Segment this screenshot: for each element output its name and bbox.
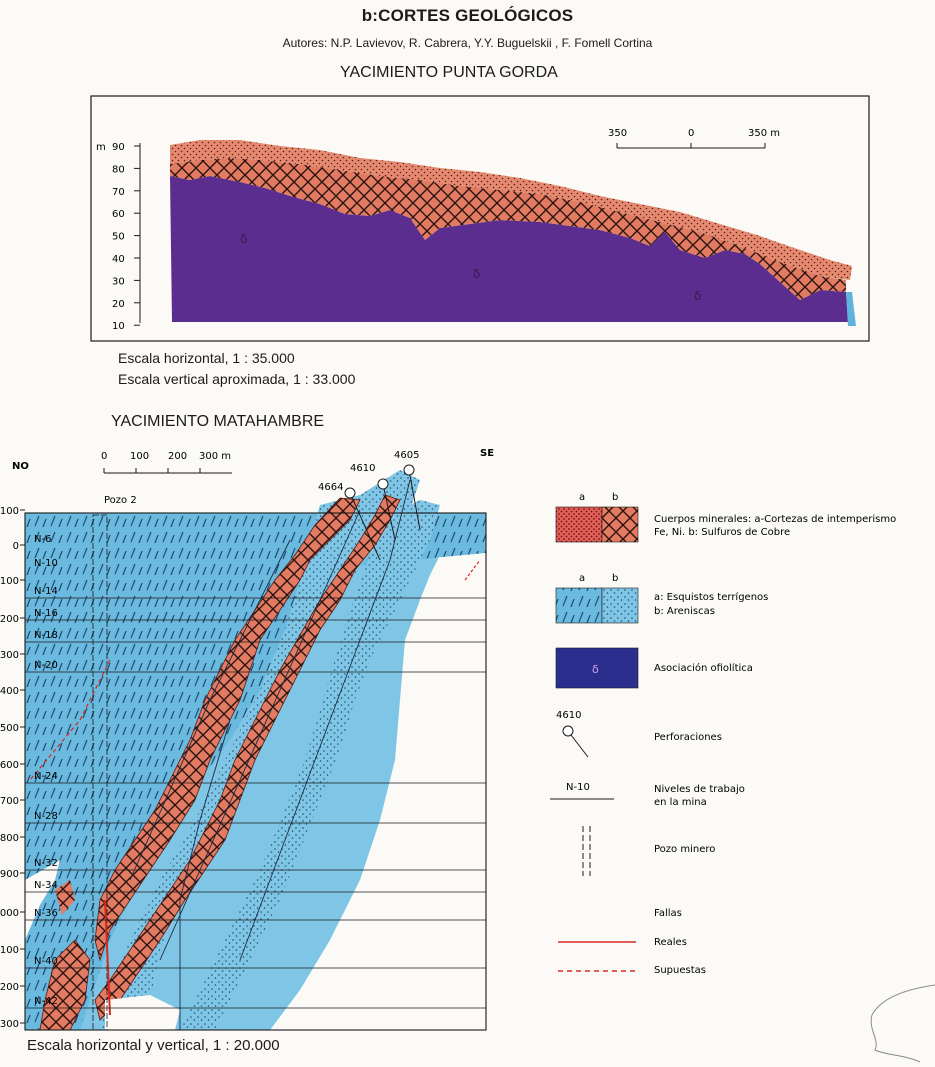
matahambre-title: YACIMIENTO MATAHAMBRE (111, 413, 325, 430)
pg-ophiolite-body (170, 176, 848, 322)
pg-delta-2: δ (473, 267, 480, 281)
authors-line: Autores: N.P. Lavievov, R. Cabrera, Y.Y.… (282, 36, 653, 50)
mh-level-label: N-14 (34, 586, 58, 597)
mh-level-label: N-24 (34, 771, 58, 782)
mh-depth-tick-label: 900 (0, 869, 19, 880)
legend-swatch-sandstone (601, 587, 639, 624)
legend-swatch-schist (555, 587, 603, 624)
mh-depth-tick-label: 1100 (0, 945, 19, 956)
legend-host-b: b (612, 573, 618, 584)
mh-level-label: N-16 (34, 608, 58, 619)
mh-depth-tick-label: 1200 (0, 982, 19, 993)
pg-blue-sliver (846, 292, 856, 326)
mh-scalebar-200: 200 (168, 451, 187, 462)
punta-gorda-title: YACIMIENTO PUNTA GORDA (340, 64, 558, 81)
mh-level-label: N-40 (34, 956, 58, 967)
mh-level-label: N-34 (34, 880, 58, 891)
mh-scalebar-100: 100 (130, 451, 149, 462)
mh-dir-no: NO (12, 461, 29, 472)
mh-depth-tick-label: 600 (0, 760, 19, 771)
legend-ophio-text: Asociación ofiolítica (654, 662, 753, 674)
mh-depth-tick-label: 200 (0, 614, 19, 625)
legend-host-text-2: b: Areniscas (654, 606, 715, 617)
mh-depth-tick-label: 700 (0, 796, 19, 807)
pg-scale-vertical: Escala vertical aproximada, 1 : 33.000 (118, 371, 356, 387)
mh-depth-tick-label: 500 (0, 723, 19, 734)
mh-shaft-label: Pozo 2 (104, 495, 137, 506)
pg-ore-crust-dotted (170, 140, 852, 280)
pg-y-unit: m (96, 142, 106, 153)
mh-depth-tick-label: 1300 (0, 1019, 19, 1030)
pg-y-tick-label: 80 (112, 164, 125, 175)
mh-drill-4605: 4605 (394, 450, 419, 461)
mh-depth-tick-label: 400 (0, 686, 19, 697)
pg-y-tick-label: 20 (112, 299, 125, 310)
legend-ophio-symbol: δ (592, 663, 599, 676)
legend-ore-text-2: Fe, Ni. b: Sulfuros de Cobre (654, 527, 790, 538)
mh-scalebar-300: 300 m (199, 451, 231, 462)
legend-swatch-ophiolite (555, 647, 639, 689)
matahambre-frame (24, 512, 487, 1031)
pencil-curl (870, 984, 935, 1063)
legend-ore-text-1: Cuerpos minerales: a-Cortezas de intempe… (654, 514, 896, 525)
pg-delta-1: δ (240, 232, 247, 246)
mh-depth-tick-label: 800 (0, 833, 19, 844)
pg-y-tick-label: 70 (112, 187, 125, 198)
pg-y-tick-label: 90 (112, 142, 125, 153)
legend-host-a: a (579, 573, 585, 584)
matahambre-section (25, 464, 486, 1031)
pg-scale-horizontal: Escala horizontal, 1 : 35.000 (118, 350, 295, 366)
legend-host-text-1: a: Esquistos terrígenos (654, 591, 768, 603)
pg-delta-3: δ (694, 289, 701, 303)
legend-swatch-ore-b (601, 506, 639, 543)
mh-dir-se: SE (480, 448, 494, 459)
mh-level-label: N-10 (34, 558, 58, 569)
pg-y-tick-label: 10 (112, 321, 125, 332)
pg-scalebar-left: 350 (608, 128, 627, 139)
mh-level-label: N-20 (34, 660, 58, 671)
pg-scalebar: 350 0 350 m (608, 128, 780, 149)
legend-faults-real: Reales (654, 937, 687, 948)
mh-level-label: N-42 (34, 996, 58, 1007)
legend-level-text-1: Niveles de trabajo (654, 784, 745, 795)
mh-level-label: N-6 (34, 534, 51, 545)
pg-scalebar-right: 350 m (748, 128, 780, 139)
mh-depth-tick-label: 300 (0, 650, 19, 661)
mh-level-label: N-28 (34, 811, 58, 822)
pg-y-tick-label: 40 (112, 254, 125, 265)
legend: a b Cuerpos minerales: a-Cortezas de int… (550, 492, 896, 976)
legend-ore-b: b (612, 492, 618, 503)
mh-drill-4610: 4610 (350, 463, 375, 474)
legend-shaft-symbol (582, 826, 591, 876)
pg-ore-crust-crosshatch (170, 158, 846, 300)
pg-scalebar-mid: 0 (688, 128, 694, 139)
pg-y-tick-label: 50 (112, 232, 125, 243)
legend-drill-num: 4610 (556, 710, 581, 721)
legend-drill-symbol (562, 725, 574, 737)
mh-scalebar-0: 0 (101, 451, 107, 462)
legend-level-num: N-10 (566, 782, 590, 793)
legend-swatch-ore-a (555, 506, 603, 543)
mh-scale-note: Escala horizontal y vertical, 1 : 20.000 (27, 1037, 280, 1054)
legend-faults-title: Fallas (654, 908, 682, 919)
legend-shaft-text: Pozo minero (654, 844, 715, 855)
mh-depth-tick-label: 100 (0, 576, 19, 587)
legend-ore-a: a (579, 492, 585, 503)
mh-level-label: N-36 (34, 908, 58, 919)
legend-level-text-2: en la mina (654, 797, 707, 808)
mh-depth-tick-label: 100 (0, 506, 19, 517)
mh-drill-4664: 4664 (318, 482, 343, 493)
pg-y-tick-label: 60 (112, 209, 125, 220)
mh-level-label: N-32 (34, 858, 58, 869)
legend-drill-text: Perforaciones (654, 732, 722, 743)
page-title: b:CORTES GEOLÓGICOS (361, 6, 574, 25)
legend-faults-supposed: Supuestas (654, 965, 706, 976)
mh-depth-tick-label: 0 (13, 541, 19, 552)
pg-y-tick-label: 30 (112, 276, 125, 287)
mh-scalebar: 0 100 200 300 m (101, 451, 232, 474)
mh-level-label: N-18 (34, 630, 58, 641)
